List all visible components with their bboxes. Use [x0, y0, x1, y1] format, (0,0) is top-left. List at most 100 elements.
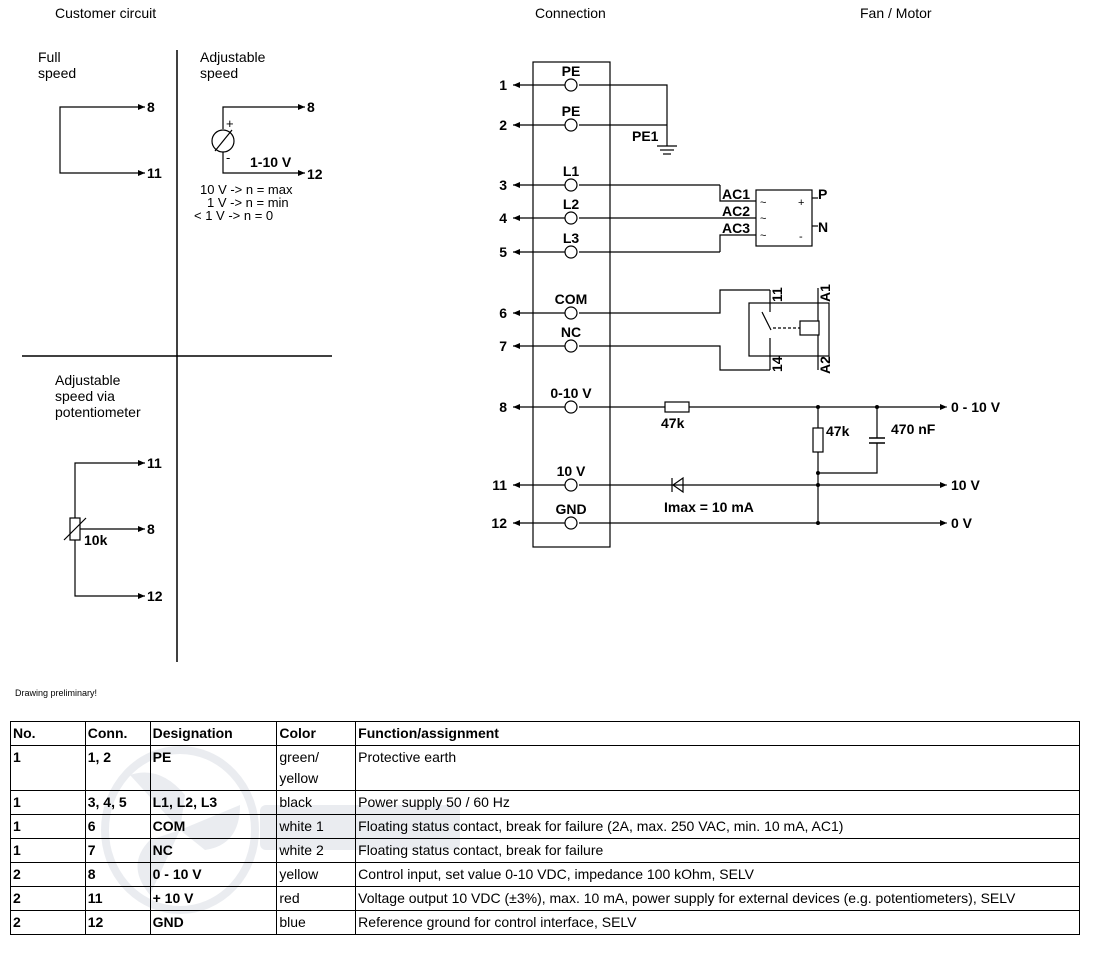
cell-function: Power supply 50 / 60 Hz: [355, 790, 1080, 815]
cell-no: 2: [10, 886, 86, 911]
power-module: [755, 189, 813, 247]
full-speed-circuit: Full speed 8 11: [38, 49, 162, 181]
cell-no: 1: [10, 745, 86, 791]
heading-customer-circuit: Customer circuit: [55, 5, 156, 21]
pin-label-12: GND: [555, 501, 586, 517]
pin-label-11: 10 V: [557, 463, 586, 479]
cell-color: green/ yellow: [276, 745, 357, 791]
cell-conn: 3, 4, 5: [84, 790, 151, 815]
svg-text:~: ~: [760, 197, 766, 209]
cell-no: 2: [10, 910, 86, 935]
relay-labels: 11 14 A1 A2: [769, 284, 833, 374]
cell-designation: PE: [149, 745, 278, 791]
pin-terminal-5: [564, 245, 578, 259]
pot-label-3: potentiometer: [55, 404, 141, 420]
cell-designation: GND: [149, 910, 278, 935]
svg-text:~: ~: [760, 213, 766, 225]
cell-color: blue: [276, 910, 357, 935]
resistor-47k-series: [664, 401, 690, 413]
pot-term-11: 11: [147, 455, 162, 471]
drawing-note: Drawing preliminary!: [15, 688, 98, 698]
pot-value: 10k: [84, 532, 108, 548]
cell-designation: NC: [149, 838, 278, 863]
full-speed-label-1: Full: [38, 49, 61, 65]
cell-designation: L1, L2, L3: [149, 790, 278, 815]
pin-terminal-1: [564, 78, 578, 92]
adjustable-term-8: 8: [307, 99, 315, 115]
pin-terminal-11: [564, 478, 578, 492]
res-47k-series-label: 47k: [661, 415, 685, 431]
power-module-marks: ~ ~ ~ + -: [760, 197, 804, 243]
heading-connection: Connection: [535, 5, 606, 21]
pin-terminal-4: [564, 211, 578, 225]
ac2-label: AC2: [722, 203, 750, 219]
cell-color: yellow: [276, 862, 357, 887]
cell-designation: 0 - 10 V: [149, 862, 278, 887]
cell-no: 1: [10, 838, 86, 863]
svg-text:+: +: [798, 197, 804, 209]
svg-text:~: ~: [760, 230, 766, 242]
customer-circuit-grid: [22, 50, 332, 662]
power-lines: [579, 184, 818, 253]
pot-label-2: speed via: [55, 388, 115, 404]
cell-color: white 2: [276, 838, 357, 863]
imax-label: Imax = 10 mA: [664, 499, 754, 515]
cell-conn: 11: [84, 886, 151, 911]
cell-designation: + 10 V: [149, 886, 278, 911]
pin-label-7: NC: [561, 324, 581, 340]
adjustable-speed-label-2: speed: [200, 65, 238, 81]
pin-number-4: 4: [499, 210, 507, 226]
pe-ground: [579, 84, 677, 155]
cell-no: 2: [10, 862, 86, 887]
cell-function: Voltage output 10 VDC (±3%), max. 10 mA,…: [355, 886, 1080, 911]
cell-function: Floating status contact, break for failu…: [355, 814, 1080, 839]
pin-label-1: PE: [562, 63, 581, 79]
pin-number-8: 8: [499, 399, 507, 415]
cell-color: red: [276, 886, 357, 911]
adjustable-term-12: 12: [307, 166, 323, 182]
speed-rule-min: 1 V -> n = min: [207, 195, 289, 210]
diode-icon: [671, 476, 684, 494]
source-plus: +: [226, 116, 234, 131]
junction-dots: [816, 405, 879, 525]
pin-label-8: 0-10 V: [550, 385, 592, 401]
voltage-range: 1-10 V: [250, 154, 292, 170]
pe1-label: PE1: [632, 128, 659, 144]
relay-a1-label: A1: [817, 284, 833, 302]
cell-conn: 6: [84, 814, 151, 839]
pin-terminal-12: [564, 516, 578, 530]
pot-term-8: 8: [147, 521, 155, 537]
relay-a2-label: A2: [817, 356, 833, 374]
wiring-diagram: Customer circuit Connection Fan / Motor …: [22, 5, 1001, 662]
pin-number-11: 11: [492, 477, 507, 493]
pin-terminal-2: [564, 118, 578, 132]
full-speed-term-8: 8: [147, 99, 155, 115]
cell-color: black: [276, 790, 357, 815]
pin-terminal-7: [564, 339, 578, 353]
adjustable-speed-label-1: Adjustable: [200, 49, 266, 65]
connection-block: [532, 61, 611, 548]
cell-designation: COM: [149, 814, 278, 839]
adjustable-speed-circuit: Adjustable speed + - 8 12 1-10 V 10 V ->…: [194, 49, 323, 223]
pin-number-5: 5: [499, 244, 507, 260]
cell-function: Reference ground for control interface, …: [355, 910, 1080, 935]
full-speed-term-11: 11: [147, 165, 162, 181]
potentiometer-circuit: Adjustable speed via potentiometer 11 8 …: [55, 372, 163, 604]
pin-terminal-8: [564, 400, 578, 414]
pin-terminal-6: [564, 306, 578, 320]
pin-label-4: L2: [563, 196, 580, 212]
pot-term-12: 12: [147, 588, 163, 604]
pot-label-1: Adjustable: [55, 372, 121, 388]
pin-number-6: 6: [499, 305, 507, 321]
speed-rule-max: 10 V -> n = max: [200, 182, 293, 197]
capacitor-label: 470 nF: [891, 421, 936, 437]
ac3-label: AC3: [722, 220, 750, 236]
pin-number-3: 3: [499, 177, 507, 193]
